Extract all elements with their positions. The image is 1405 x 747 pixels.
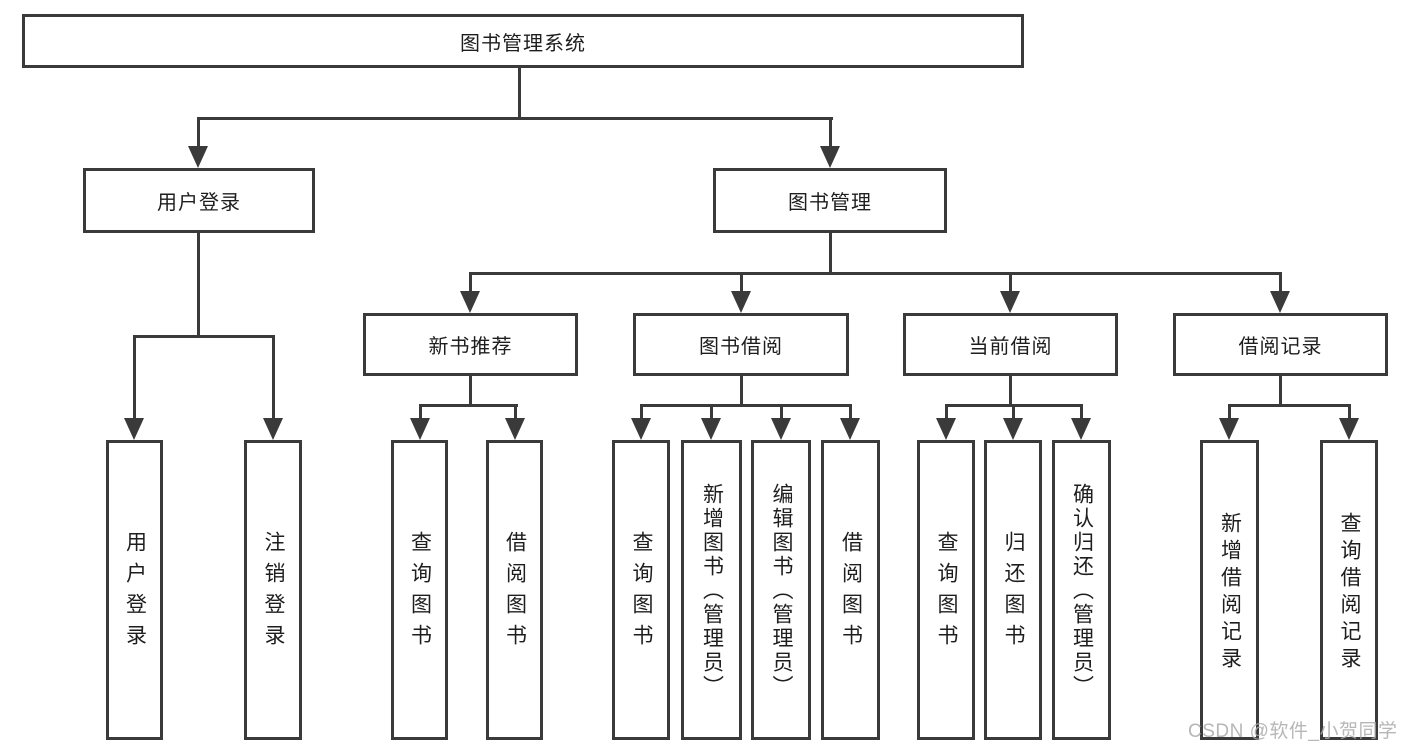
connector-drop-borrow-2 bbox=[849, 404, 852, 421]
connector-drop-leaf-user-login bbox=[133, 335, 136, 421]
node-borrow-records: 借阅记录 bbox=[1173, 313, 1388, 376]
node-book-management: 图书管理 bbox=[713, 168, 947, 233]
arrowhead-add-record bbox=[1219, 418, 1239, 440]
connector-drop-query-3 bbox=[945, 404, 948, 421]
connector-drop-confirm-return bbox=[1080, 404, 1083, 421]
connector-drop-current-borrow bbox=[1009, 272, 1012, 294]
arrowhead-borrow-1 bbox=[505, 418, 525, 440]
leaf-query-books-2: 查询图书 bbox=[612, 440, 670, 740]
leaf-return-books: 归还图书 bbox=[984, 440, 1042, 740]
node-book-borrow: 图书借阅 bbox=[633, 313, 849, 376]
connector-level3-bus bbox=[469, 272, 1282, 275]
connector-drop-edit-books bbox=[780, 404, 783, 421]
connector-book-borrow-trunk bbox=[740, 374, 743, 407]
arrowhead-leaf-user-login bbox=[124, 418, 144, 440]
arrowhead-query-3 bbox=[936, 418, 956, 440]
connector-drop-query-record bbox=[1348, 404, 1351, 421]
connector-user-login-trunk bbox=[197, 231, 200, 338]
arrowhead-new-book bbox=[460, 291, 480, 313]
leaf-logout: 注销登录 bbox=[244, 440, 302, 740]
leaf-edit-books-admin: 编辑图书（管理员） bbox=[751, 440, 811, 740]
connector-user-login-bus bbox=[133, 335, 275, 338]
connector-drop-book-borrow bbox=[740, 272, 743, 294]
arrowhead-edit-books bbox=[771, 418, 791, 440]
connector-drop-add-record bbox=[1228, 404, 1231, 421]
connector-drop-user-login bbox=[197, 117, 200, 150]
connector-current-borrow-trunk bbox=[1009, 374, 1012, 407]
connector-drop-query-2 bbox=[640, 404, 643, 421]
connector-new-book-trunk bbox=[469, 374, 472, 407]
node-new-book-recommend: 新书推荐 bbox=[363, 313, 578, 376]
arrowhead-leaf-logout bbox=[263, 418, 283, 440]
connector-drop-query-1 bbox=[419, 404, 422, 421]
arrowhead-add-books bbox=[701, 418, 721, 440]
csdn-watermark: CSDN @软件_小贺同学 bbox=[1188, 721, 1398, 742]
connector-drop-leaf-logout bbox=[272, 335, 275, 421]
connector-borrow-records-bus bbox=[1228, 404, 1350, 407]
connector-new-book-bus bbox=[419, 404, 518, 407]
arrowhead-confirm-return bbox=[1071, 418, 1091, 440]
connector-book-borrow-bus bbox=[640, 404, 851, 407]
arrowhead-current-borrow bbox=[1000, 291, 1020, 313]
leaf-query-books-3: 查询图书 bbox=[917, 440, 975, 740]
leaf-confirm-return-admin: 确认归还（管理员） bbox=[1052, 440, 1111, 740]
arrowhead-user-login bbox=[188, 146, 208, 168]
arrowhead-book-management bbox=[820, 146, 840, 168]
arrowhead-query-2 bbox=[631, 418, 651, 440]
arrowhead-query-1 bbox=[410, 418, 430, 440]
leaf-query-borrow-record: 查询借阅记录 bbox=[1320, 440, 1378, 740]
leaf-borrow-books-2: 借阅图书 bbox=[821, 440, 880, 740]
connector-borrow-records-trunk bbox=[1279, 374, 1282, 407]
connector-book-management-trunk bbox=[829, 231, 832, 275]
arrowhead-borrow-records bbox=[1270, 291, 1290, 313]
arrowhead-return-books bbox=[1003, 418, 1023, 440]
connector-drop-return-books bbox=[1012, 404, 1015, 421]
leaf-add-books-admin: 新增图书（管理员） bbox=[681, 440, 742, 740]
connector-root-trunk bbox=[518, 66, 521, 120]
connector-drop-borrow-1 bbox=[514, 404, 517, 421]
arrowhead-borrow-2 bbox=[840, 418, 860, 440]
leaf-query-books-1: 查询图书 bbox=[391, 440, 448, 740]
connector-level2-bus bbox=[197, 117, 833, 120]
node-root: 图书管理系统 bbox=[22, 14, 1024, 68]
leaf-add-borrow-record: 新增借阅记录 bbox=[1200, 440, 1259, 740]
connector-drop-book-management bbox=[829, 117, 832, 150]
leaf-borrow-books-1: 借阅图书 bbox=[486, 440, 543, 740]
node-user-login: 用户登录 bbox=[83, 168, 315, 233]
leaf-user-login: 用户登录 bbox=[106, 440, 163, 740]
arrowhead-book-borrow bbox=[731, 291, 751, 313]
arrowhead-query-record bbox=[1339, 418, 1359, 440]
connector-drop-new-book bbox=[469, 272, 472, 294]
node-current-borrow: 当前借阅 bbox=[903, 313, 1118, 376]
connector-drop-borrow-records bbox=[1279, 272, 1282, 294]
connector-drop-add-books bbox=[710, 404, 713, 421]
